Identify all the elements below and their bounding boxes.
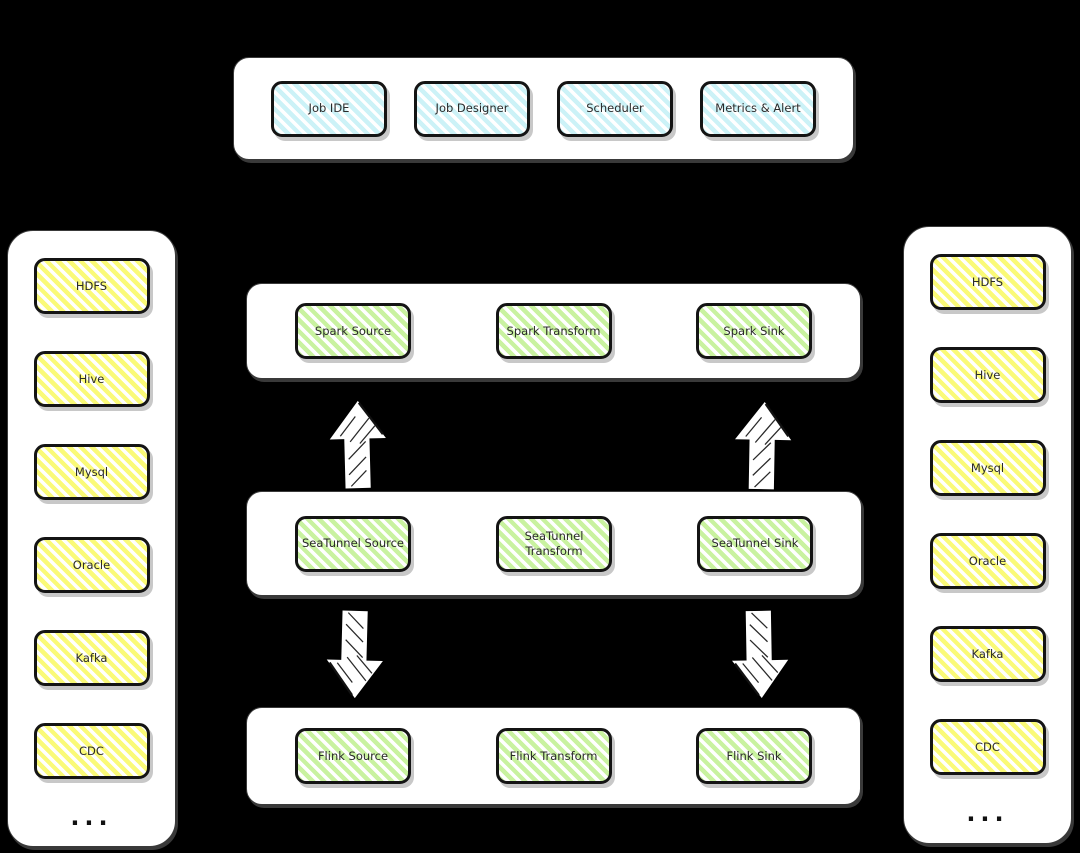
oracle-box: Oracle	[929, 533, 1046, 589]
arrow-down-right-icon	[728, 605, 792, 701]
hive-box: Hive	[33, 351, 150, 407]
cdc-box: CDC	[929, 719, 1046, 775]
oracle-box: Oracle	[33, 537, 150, 593]
flink-source-box: Flink Source	[295, 728, 411, 784]
spark-sink-box: Spark Sink	[696, 303, 812, 359]
flink-sink-box: Flink Sink	[696, 728, 812, 784]
hdfs-box: HDFS	[929, 254, 1046, 310]
mysql-box: Mysql	[929, 440, 1046, 496]
sink-connectors-panel: HDFS Hive Mysql Oracle Kafka CDC ...	[903, 226, 1072, 844]
metrics-alert-box: Metrics & Alert	[700, 80, 816, 137]
spark-source-box: Spark Source	[295, 303, 411, 359]
arrow-down-left-icon	[323, 605, 387, 702]
source-connectors-panel: HDFS Hive Mysql Oracle Kafka CDC ...	[7, 230, 176, 847]
spark-transform-box: Spark Transform	[495, 303, 612, 359]
kafka-box: Kafka	[929, 626, 1046, 682]
flink-engine-panel: Flink Source Flink Transform Flink Sink	[246, 707, 861, 805]
seatunnel-sink-box: SeaTunnel Sink	[697, 515, 813, 572]
job-designer-box: Job Designer	[414, 80, 530, 137]
flink-transform-box: Flink Transform	[495, 728, 612, 784]
seatunnel-source-box: SeaTunnel Source	[295, 515, 411, 572]
mysql-box: Mysql	[33, 444, 150, 500]
spark-engine-panel: Spark Source Spark Transform Spark Sink	[246, 283, 861, 379]
hive-box: Hive	[929, 347, 1046, 403]
web-panel: Job IDE Job Designer Scheduler Metrics &…	[233, 57, 854, 160]
job-ide-box: Job IDE	[271, 80, 387, 137]
arrow-up-left-icon	[326, 397, 390, 494]
cdc-box: CDC	[33, 723, 150, 779]
seatunnel-core-panel: SeaTunnel Source SeaTunnel Transform Sea…	[246, 491, 862, 596]
scheduler-box: Scheduler	[557, 80, 673, 137]
more-connectors-ellipsis: ...	[966, 799, 1009, 827]
kafka-box: Kafka	[33, 630, 150, 686]
hdfs-box: HDFS	[33, 258, 150, 314]
arrow-up-right-icon	[731, 398, 795, 494]
seatunnel-transform-box: SeaTunnel Transform	[496, 515, 612, 572]
more-connectors-ellipsis: ...	[70, 803, 113, 831]
